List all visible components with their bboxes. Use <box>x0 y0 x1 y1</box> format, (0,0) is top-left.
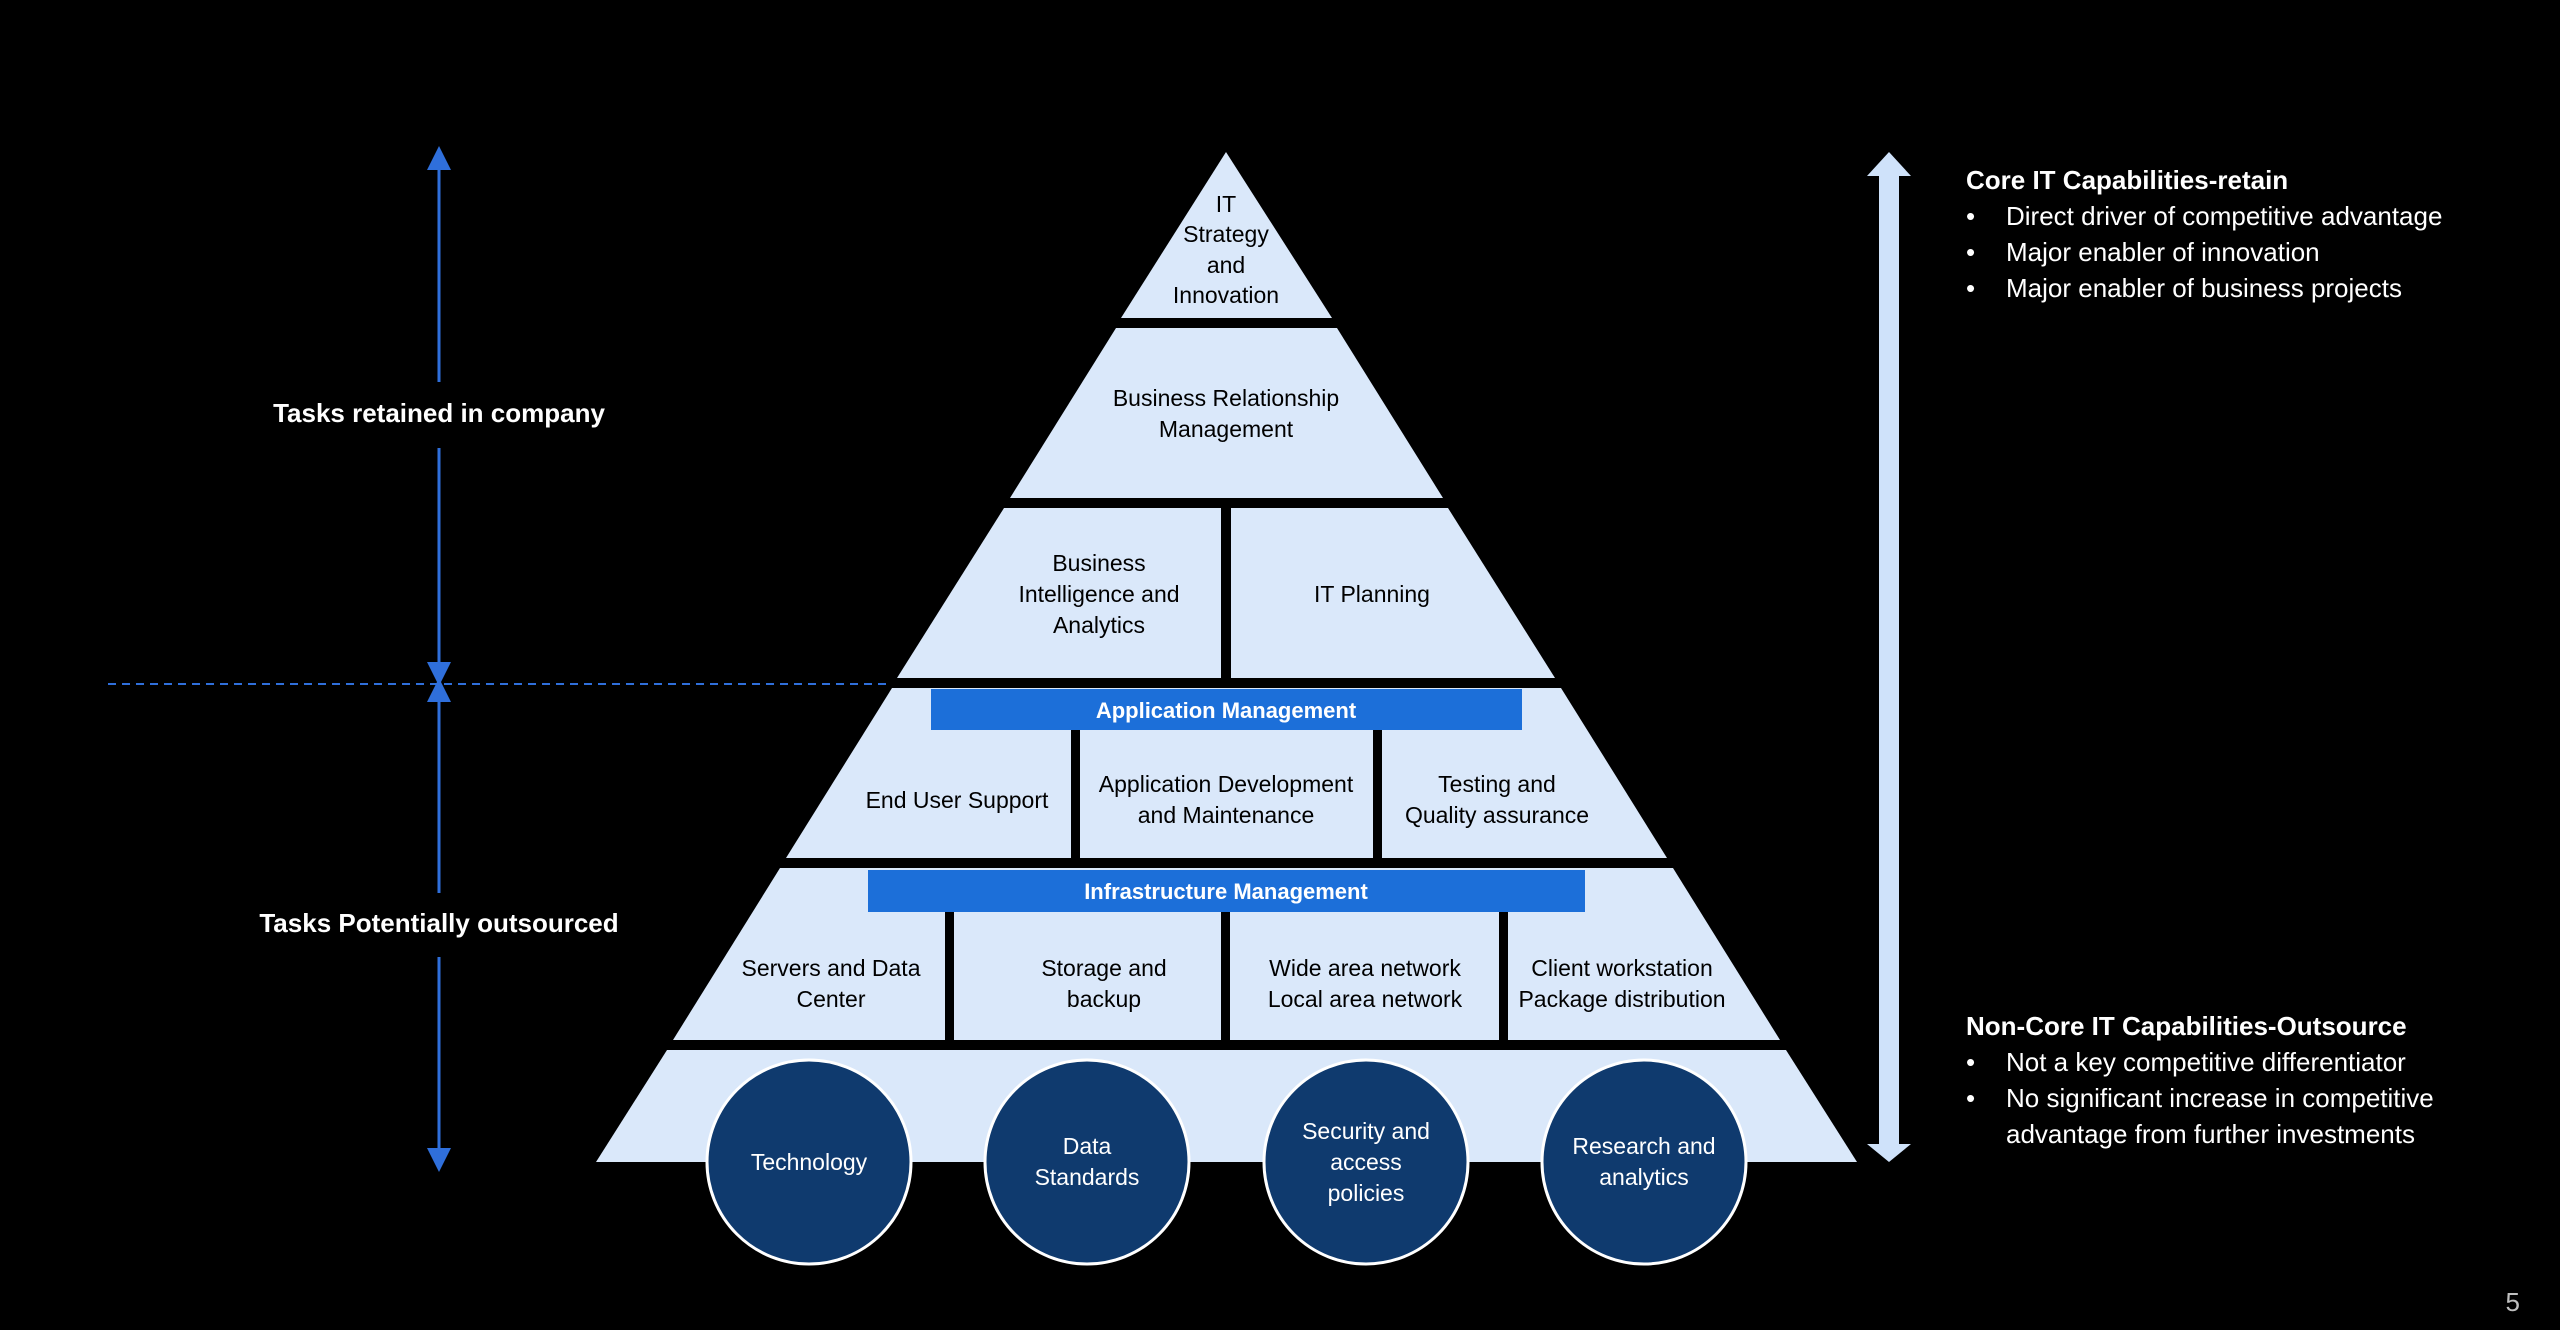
left-arrows <box>108 146 888 1172</box>
list-item: • Direct driver of competitive advantage <box>1966 198 2526 234</box>
testing-line: Quality assurance <box>1405 802 1589 828</box>
tier5-divider-1 <box>945 912 954 1040</box>
tier3-left-label: Business Intelligence and Analytics <box>1018 550 1179 638</box>
list-item: • No significant increase in competitive … <box>1966 1080 2486 1152</box>
apex-line: and <box>1207 252 1245 278</box>
tier3-right-block <box>1231 508 1555 678</box>
tier4-background <box>786 688 1667 858</box>
tier2-line: Business Relationship <box>1113 385 1339 411</box>
right-arrow-head-top <box>1867 152 1911 176</box>
client-line: Package distribution <box>1518 986 1725 1012</box>
infrastructure-management-band <box>868 870 1585 912</box>
foundation-circle-technology <box>705 1058 913 1266</box>
testing-line: Testing and <box>1438 771 1556 797</box>
base-block <box>596 1050 1857 1162</box>
security-line: policies <box>1328 1180 1405 1206</box>
tier2-label: Business Relationship Management <box>1113 385 1339 442</box>
apex-line: IT <box>1216 191 1236 217</box>
bi-line: Analytics <box>1053 612 1145 638</box>
tier4-labels: End User Support Application Development… <box>866 771 1589 828</box>
apex-label: IT Strategy and Innovation <box>1173 191 1279 308</box>
technology-label: Technology <box>751 1149 868 1175</box>
bullet-icon: • <box>1966 273 1976 303</box>
foundation-circle-security <box>1262 1058 1470 1266</box>
apex-line: Strategy <box>1183 221 1269 247</box>
core-bullet-text: Major enabler of business projects <box>2006 273 2402 303</box>
servers-line: Servers and Data <box>742 955 921 981</box>
foundation-circle-data-standards <box>983 1058 1191 1266</box>
storage-line: backup <box>1067 986 1141 1012</box>
tier2-line: Management <box>1159 416 1294 442</box>
security-line: Security and <box>1302 1118 1430 1144</box>
application-management-label: Application Management <box>1096 698 1357 723</box>
it-planning-line: IT Planning <box>1314 581 1430 607</box>
bullet-icon: • <box>1966 1047 1976 1077</box>
core-capabilities-title: Core IT Capabilities-retain <box>1966 165 2289 195</box>
list-item: • Major enabler of innovation <box>1966 234 2526 270</box>
bullet-icon: • <box>1966 201 1976 231</box>
tier4-divider-1 <box>1071 730 1080 858</box>
application-management-band <box>931 689 1522 730</box>
infrastructure-management-label: Infrastructure Management <box>1084 879 1368 904</box>
tier5-divider-3 <box>1499 912 1508 1040</box>
app-dev-line: and Maintenance <box>1138 802 1314 828</box>
page-number: 5 <box>2505 1287 2520 1317</box>
apex-block <box>1121 152 1332 318</box>
list-item: • Major enabler of business projects <box>1966 270 2526 306</box>
tier2-block <box>1010 328 1443 498</box>
data-standards-line: Data <box>1063 1133 1112 1159</box>
right-double-arrow <box>1867 152 1911 1162</box>
noncore-capabilities-list: • Not a key competitive differentiator • N… <box>1966 1044 2486 1152</box>
app-dev-line: Application Development <box>1099 771 1354 797</box>
noncore-capabilities-panel: Non-Core IT Capabilities-Outsource • Not … <box>1966 1008 2486 1152</box>
foundation-circle-research <box>1540 1058 1748 1266</box>
bullet-icon: • <box>1966 237 1976 267</box>
right-arrow-head-bottom <box>1867 1144 1911 1162</box>
network-line: Local area network <box>1268 986 1463 1012</box>
tasks-outsourced-label: Tasks Potentially outsourced <box>259 908 619 938</box>
network-line: Wide area network <box>1269 955 1461 981</box>
client-line: Client workstation <box>1531 955 1713 981</box>
bullet-icon: • <box>1966 1083 1976 1113</box>
tier5-divider-2 <box>1221 912 1230 1040</box>
tier3-right-label: IT Planning <box>1314 581 1430 607</box>
right-arrow-shaft <box>1879 175 1899 1145</box>
bi-line: Intelligence and <box>1018 581 1179 607</box>
tier5-labels: Servers and Data Center Storage and back… <box>742 955 1726 1012</box>
end-user-support-line: End User Support <box>866 787 1049 813</box>
data-standards-line: Standards <box>1035 1164 1140 1190</box>
security-line: access <box>1330 1149 1402 1175</box>
storage-line: Storage and <box>1041 955 1166 981</box>
pyramid <box>596 152 1857 1266</box>
tier3-left-block <box>897 508 1221 678</box>
noncore-capabilities-title: Non-Core IT Capabilities-Outsource <box>1966 1011 2407 1041</box>
foundation-labels: Technology Data Standards Security and a… <box>751 1118 1716 1206</box>
apex-line: Innovation <box>1173 282 1279 308</box>
research-line: analytics <box>1599 1164 1688 1190</box>
research-line: Research and <box>1572 1133 1715 1159</box>
noncore-bullet-text: Not a key competitive differentiator <box>2006 1047 2406 1077</box>
core-bullet-text: Major enabler of innovation <box>2006 237 2320 267</box>
noncore-bullet-text: No significant increase in competitive a… <box>2006 1083 2434 1149</box>
servers-line: Center <box>796 986 865 1012</box>
list-item: • Not a key competitive differentiator <box>1966 1044 2486 1080</box>
bi-line: Business <box>1052 550 1145 576</box>
core-capabilities-list: •Direct driver of competitive advantage … <box>1966 198 2526 306</box>
tasks-retained-label: Tasks retained in company <box>273 398 605 428</box>
core-capabilities-panel: Core IT Capabilities-retain • Direct driv… <box>1966 162 2526 306</box>
tier4-divider-2 <box>1373 730 1382 858</box>
core-bullet-text: Direct driver of competitive advantage <box>2006 201 2443 231</box>
